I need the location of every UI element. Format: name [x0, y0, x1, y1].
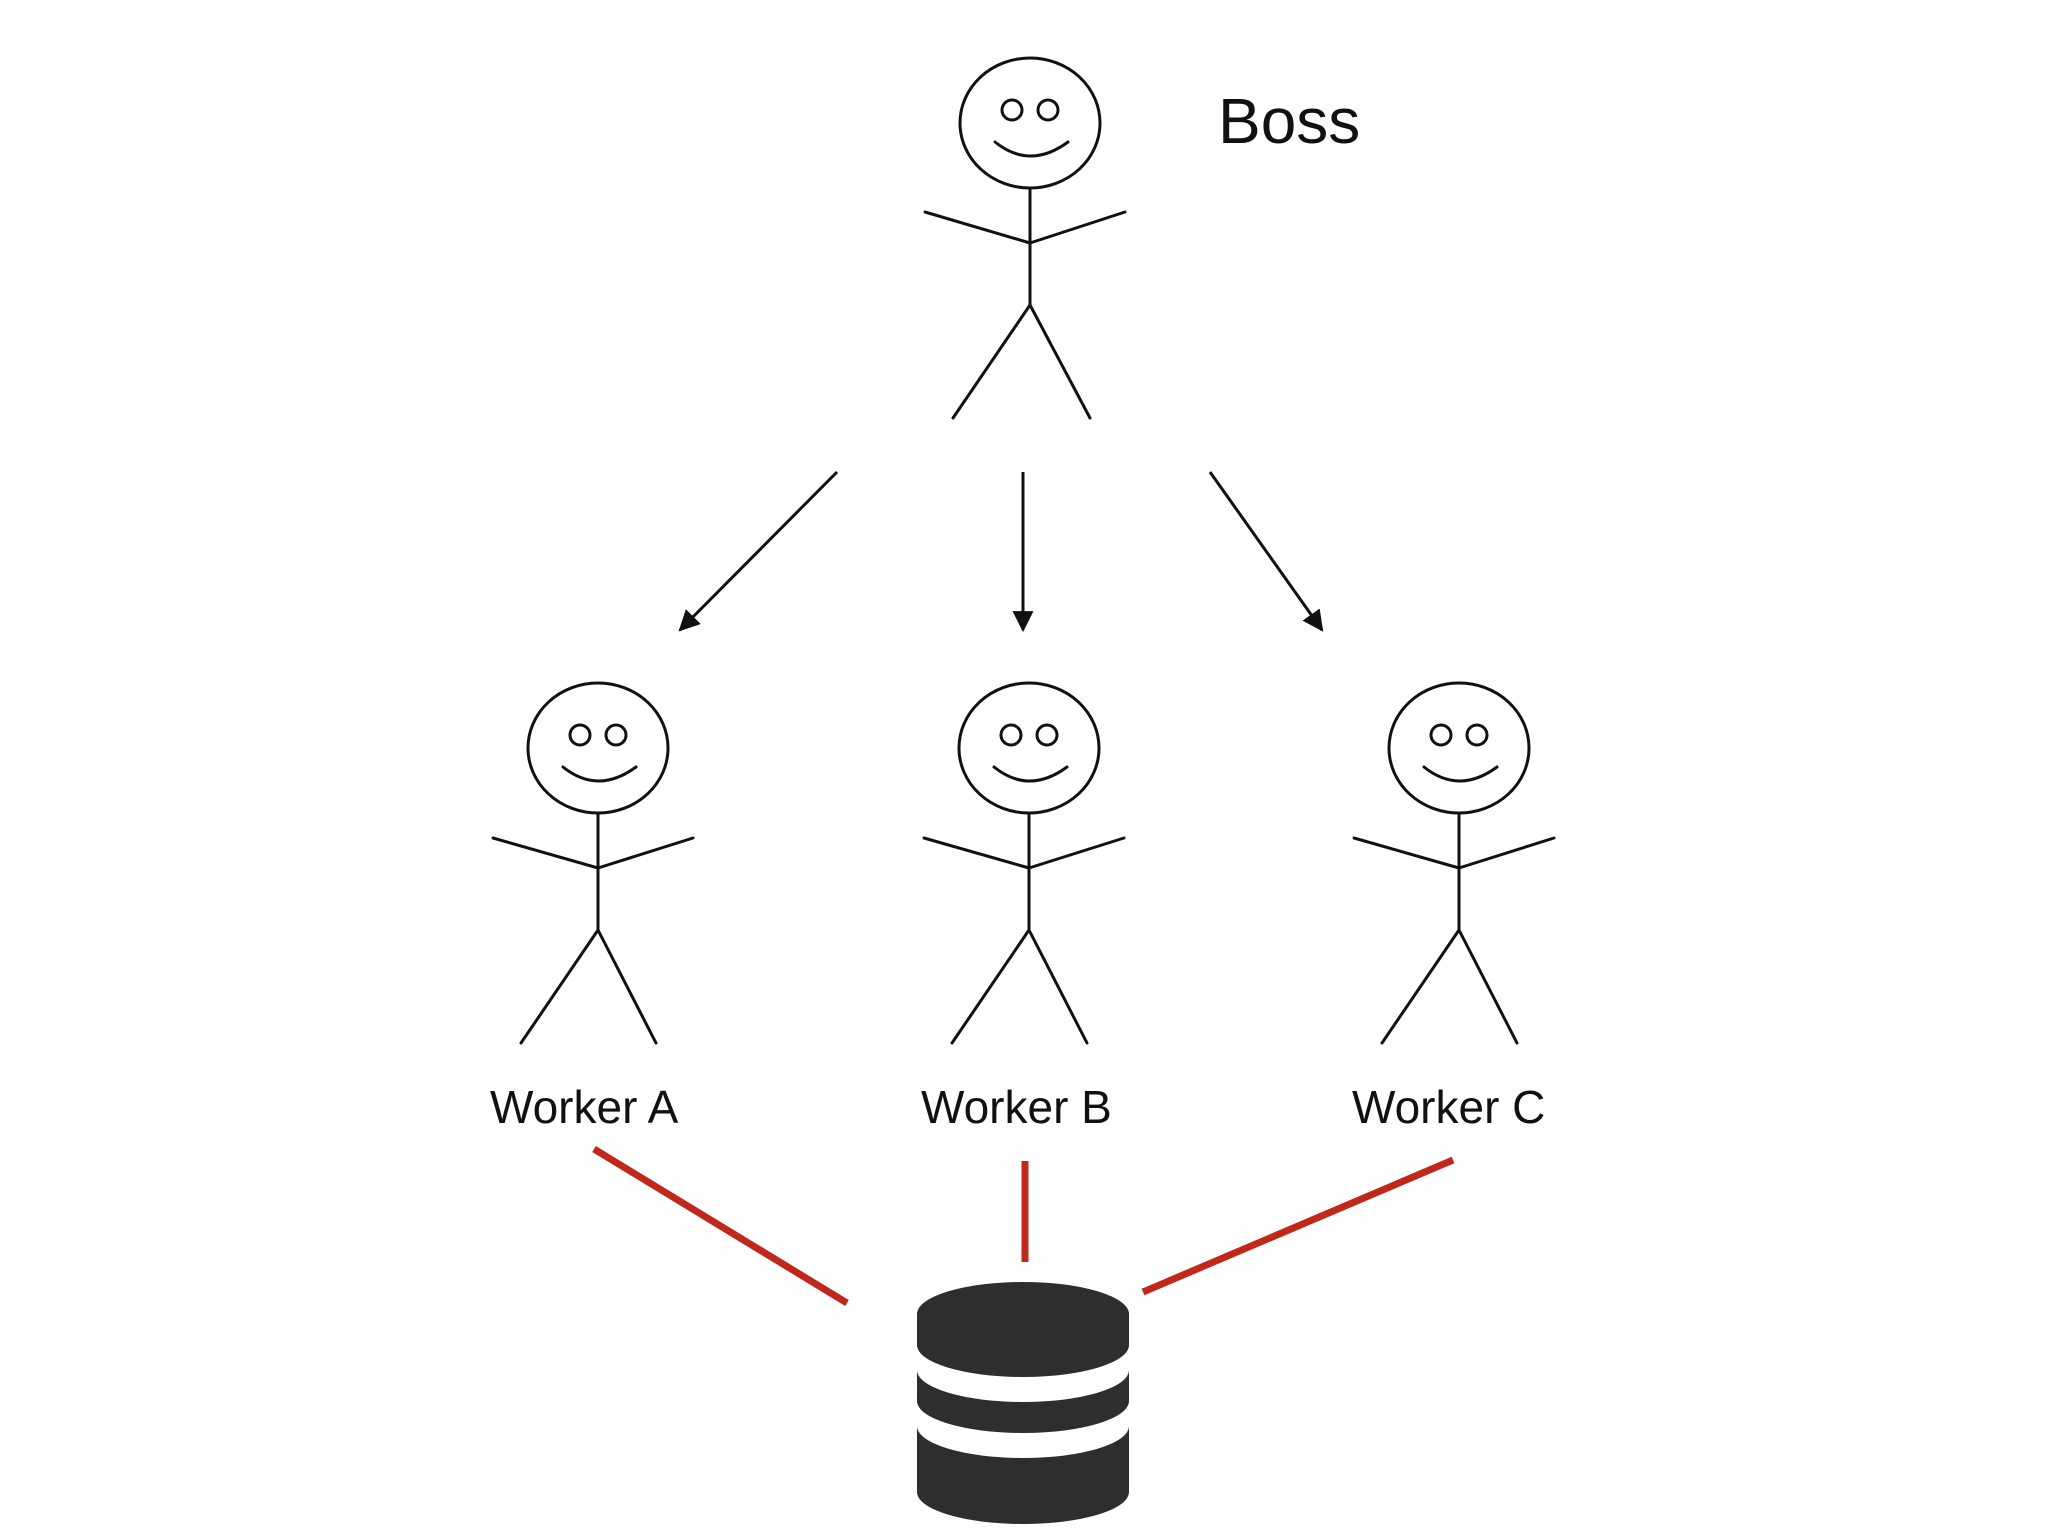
- worker-c-figure-icon: [1352, 681, 1556, 1045]
- delegation-arrows: [678, 470, 1324, 633]
- worker-b-label: Worker B: [921, 1081, 1112, 1133]
- worker-c-label: Worker C: [1352, 1081, 1545, 1133]
- database-connectors: [592, 1146, 1455, 1306]
- worker-a-label: Worker A: [490, 1081, 679, 1133]
- boss-label: Boss: [1218, 85, 1360, 157]
- worker-b-figure-icon: [922, 681, 1126, 1045]
- worker-a-figure-icon: [491, 681, 695, 1045]
- connector-worker-c: [1141, 1156, 1455, 1296]
- connector-worker-a: [592, 1146, 849, 1306]
- arrow-to-worker-c: [1208, 471, 1324, 632]
- boss-figure-icon: [923, 56, 1127, 420]
- arrow-to-worker-a: [678, 470, 839, 632]
- database-icon: [917, 1282, 1129, 1524]
